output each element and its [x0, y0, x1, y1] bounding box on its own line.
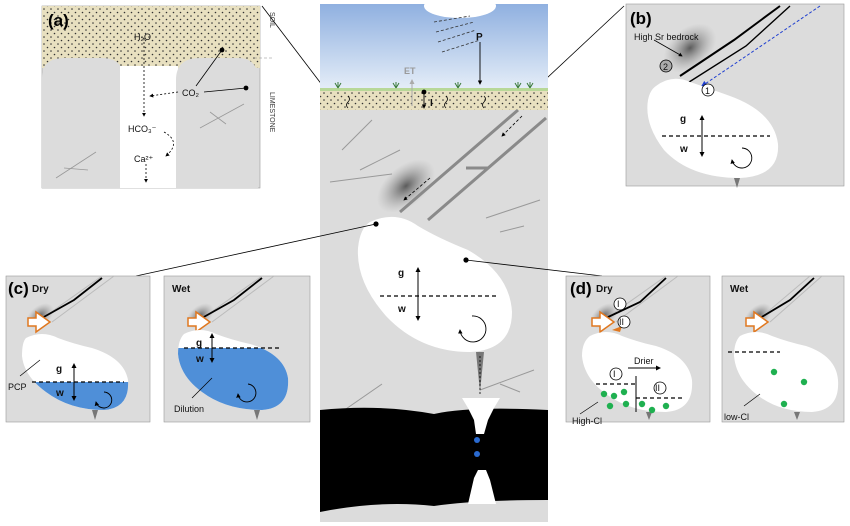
path-2-marker: 2 — [663, 62, 668, 72]
panel-a-label: (a) — [48, 11, 69, 30]
panel-c-dry-water: w — [55, 388, 64, 399]
panel-a: (a) H₂O CO₂ HCO₃⁻ Ca²⁺ SOIL LIMESTONE — [41, 5, 275, 189]
infiltration-label: I — [430, 98, 433, 109]
panel-c-wet-water: w — [195, 354, 204, 365]
soil-side-label: SOIL — [268, 12, 275, 28]
panel-b-water-label: w — [679, 144, 688, 155]
panel-d-label: (d) — [570, 279, 592, 298]
panel-d-wet-title: Wet — [730, 284, 749, 295]
panel-d-wet: Wet low-Cl — [721, 275, 845, 423]
center-cave-panel: P ET I — [320, 0, 548, 522]
panel-d-path-2-b: II — [655, 383, 660, 393]
species-co2: CO₂ — [182, 88, 200, 98]
limestone-side-label: LIMESTONE — [268, 92, 275, 133]
low-cl-label: low-Cl — [724, 412, 749, 422]
center-water-label: w — [397, 304, 406, 315]
species-bicarbonate: HCO₃⁻ — [128, 124, 157, 134]
species-calcium: Ca²⁺ — [134, 154, 154, 164]
bedrock-label: High Sr bedrock — [634, 32, 699, 42]
connector-c — [135, 223, 377, 277]
panel-c-wet-title: Wet — [172, 284, 191, 295]
pcp-label: PCP — [8, 382, 27, 392]
drier-label: Drier — [634, 356, 654, 366]
panel-d-path-2-a: II — [619, 317, 624, 327]
panel-d-dry-title: Dry — [596, 284, 613, 295]
panel-c-dry-title: Dry — [32, 284, 49, 295]
panel-c-wet: Wet g w Dilution — [163, 275, 311, 423]
panel-c-dry-gas: g — [56, 364, 62, 375]
dilution-label: Dilution — [174, 404, 204, 414]
panel-d-path-1-a: I — [617, 299, 620, 309]
panel-c-label: (c) — [8, 279, 29, 298]
panel-b-label: (b) — [630, 9, 652, 28]
panel-d-dry: (d) Dry I II I II Drier High-Cl — [565, 275, 711, 426]
panel-b-gas-label: g — [680, 114, 686, 125]
panel-c-dry: (c) Dry g w PCP — [5, 275, 151, 423]
path-1-marker: 1 — [705, 86, 710, 96]
precipitation-label: P — [476, 32, 483, 43]
high-cl-label: High-Cl — [572, 416, 602, 426]
species-water: H₂O — [134, 32, 151, 42]
center-gas-label: g — [398, 268, 404, 279]
evapotranspiration-label: ET — [404, 66, 416, 76]
connector-d — [465, 259, 603, 277]
panel-c-wet-gas: g — [196, 338, 202, 349]
panel-d-path-1-b: I — [613, 369, 616, 379]
panel-b: (b) High Sr bedrock 2 1 g w — [625, 3, 845, 188]
